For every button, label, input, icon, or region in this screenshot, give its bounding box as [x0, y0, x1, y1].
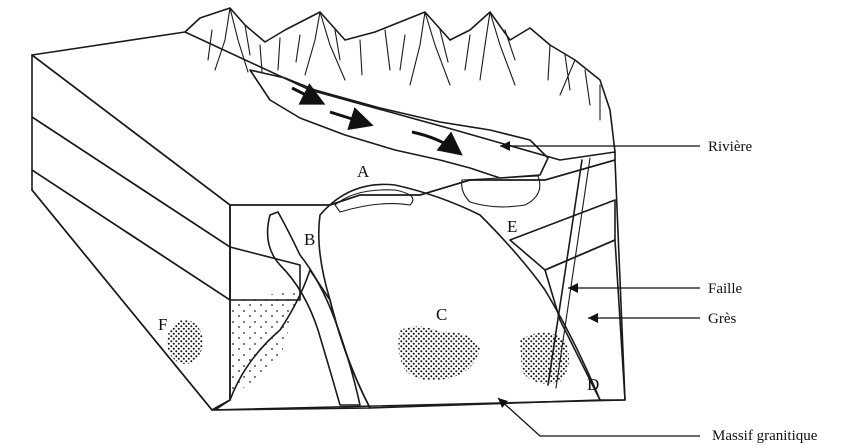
- left-face-bottom-edge: [32, 190, 212, 410]
- right-gray-layer: [510, 200, 615, 270]
- river-arrow-3: [412, 132, 458, 152]
- river: [250, 70, 548, 178]
- left-face-sandstone-layer: [32, 170, 230, 410]
- callout-arrow-faille: [568, 283, 578, 293]
- callout-line-massif: [498, 398, 700, 436]
- callout-gres: Grès: [708, 311, 736, 327]
- inclusion-f: [167, 320, 203, 364]
- granite-massif: [215, 176, 600, 410]
- fault-line-2: [556, 158, 590, 388]
- callout-faille: Faille: [708, 281, 743, 297]
- inclusion-c: [398, 326, 480, 380]
- plateau-surface: [32, 32, 615, 205]
- left-face-gray-layer: [32, 117, 230, 300]
- front-sandstone-lower: [212, 290, 300, 410]
- mountain-ridges: [208, 8, 600, 120]
- label-b: B: [304, 230, 315, 249]
- top-surface: [32, 8, 615, 205]
- left-face-top-layer: [32, 55, 230, 247]
- callout-arrow-gres: [588, 313, 598, 323]
- left-face: [32, 55, 230, 410]
- river-arrow-2: [330, 112, 368, 124]
- label-a: A: [357, 162, 370, 181]
- callout-massif: Massif granitique: [712, 428, 818, 444]
- label-e: E: [507, 217, 517, 236]
- label-c: C: [436, 305, 447, 324]
- label-f: F: [158, 315, 167, 334]
- label-d: D: [587, 375, 599, 394]
- callout-riviere: Rivière: [708, 139, 752, 155]
- mountain-range: [185, 8, 615, 152]
- inclusion-d: [520, 333, 569, 384]
